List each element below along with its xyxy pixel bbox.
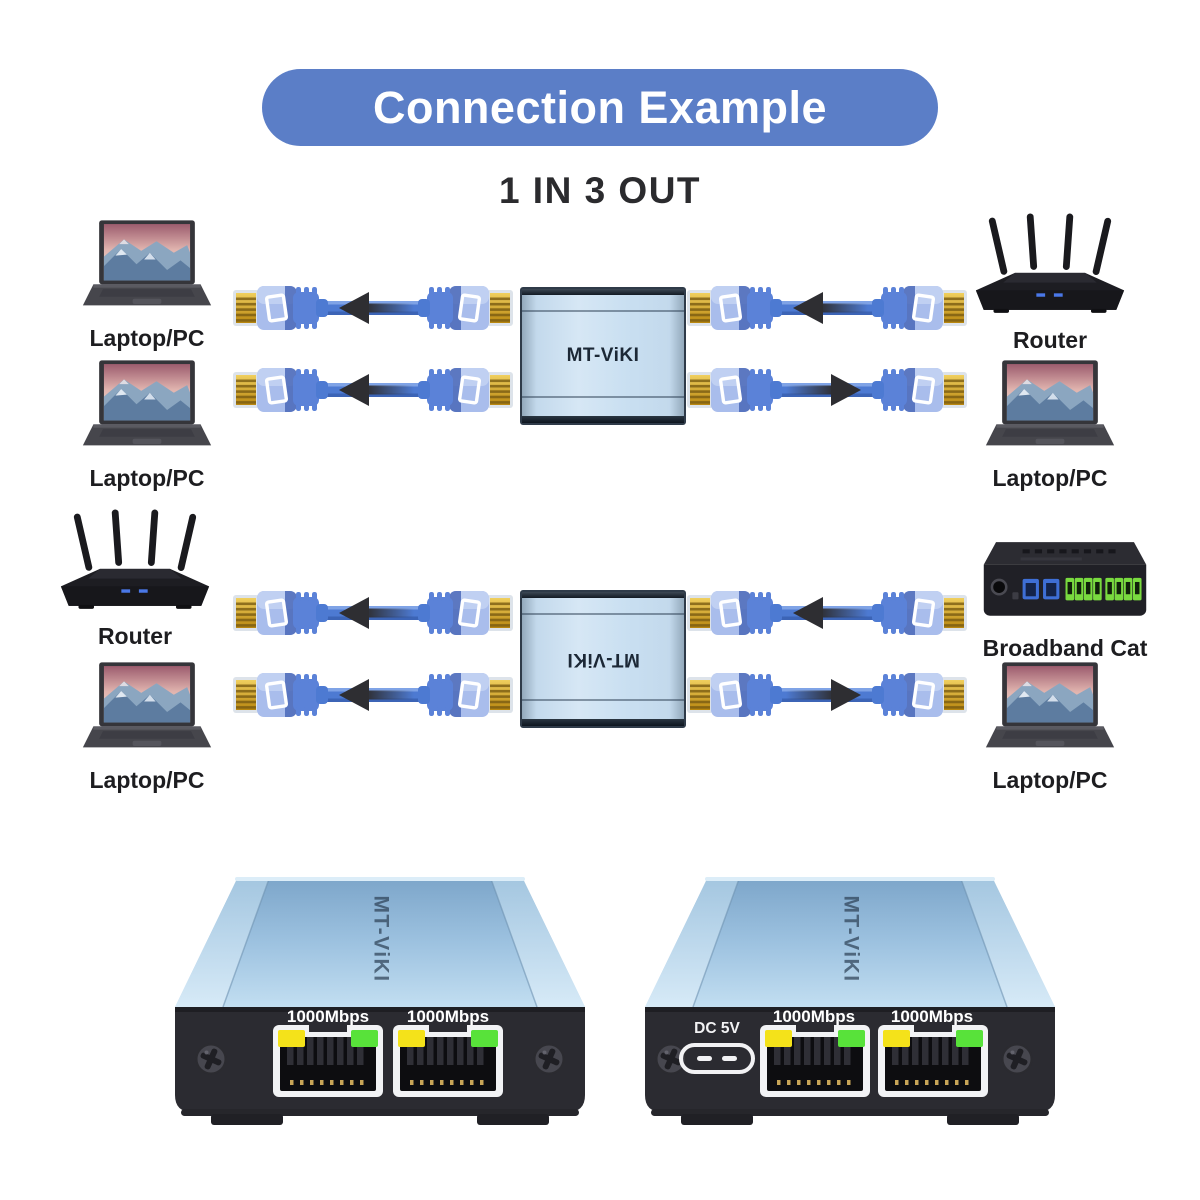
ethernet-cable-arrow-left <box>233 280 513 336</box>
laptop-icon <box>80 662 214 762</box>
router-icon <box>972 212 1128 322</box>
port-label: 1000Mbps <box>891 1007 973 1026</box>
device-label: Laptop/PC <box>992 767 1108 793</box>
usb-c-port <box>679 1043 755 1074</box>
device-tile-laptop: Laptop/PC <box>945 360 1155 492</box>
laptop-icon <box>80 220 214 320</box>
router-icon <box>57 508 213 618</box>
screw-icon <box>533 1043 565 1075</box>
ethernet-cable-arrow-left <box>687 585 967 641</box>
laptop-icon <box>983 360 1117 460</box>
splitter-logo: MT-ViKI <box>566 649 640 670</box>
brand-logo: MT-ViKI <box>839 895 862 982</box>
device-tile-laptop: Laptop/PC <box>42 220 252 352</box>
rj45-port <box>273 1025 383 1097</box>
splitter-edge <box>522 592 684 598</box>
screw-icon <box>195 1043 227 1075</box>
rj45-port <box>878 1025 988 1097</box>
ethernet-cable-arrow-left <box>233 362 513 418</box>
device-label: Broadband Cat <box>982 635 1148 661</box>
device-tile-router: Router <box>30 508 240 650</box>
splitter-device: MT-ViKI <box>520 287 686 425</box>
rj45-port <box>760 1025 870 1097</box>
device-tile-router: Router <box>945 212 1155 354</box>
splitter-device: MT-ViKI <box>520 590 686 728</box>
splitter-groove <box>522 310 684 312</box>
splitter-logo: MT-ViKI <box>566 345 640 366</box>
port-label: 1000Mbps <box>773 1007 855 1026</box>
ethernet-cable-arrow-left <box>233 667 513 723</box>
product-photo-front: MT-ViKI DC 5V 1000Mbps 1000Mbps <box>645 876 1055 1126</box>
ethernet-cable-arrow-left <box>687 280 967 336</box>
device-tile-laptop: Laptop/PC <box>945 662 1155 794</box>
splitter-groove <box>522 699 684 701</box>
splitter-groove <box>522 613 684 615</box>
broadband-modem-icon <box>975 536 1155 630</box>
laptop-icon <box>983 662 1117 762</box>
brand-logo: MT-ViKI <box>369 895 392 982</box>
product-photo-rear: MT-ViKI 1000Mbps 1000Mbps <box>175 876 585 1126</box>
device-tile-modem: Broadband Cat <box>950 536 1180 662</box>
dc-power-label: DC 5V <box>694 1020 740 1037</box>
device-tile-laptop: Laptop/PC <box>42 360 252 492</box>
ethernet-cable-arrow-right <box>687 667 967 723</box>
screw-icon <box>1001 1043 1033 1075</box>
title-text: Connection Example <box>372 81 828 133</box>
splitter-edge <box>522 719 684 726</box>
ethernet-cable-arrow-right <box>687 362 967 418</box>
ethernet-cable-arrow-left <box>233 585 513 641</box>
splitter-edge <box>522 289 684 295</box>
device-label: Laptop/PC <box>89 767 205 793</box>
device-tile-laptop: Laptop/PC <box>42 662 252 794</box>
port-label: 1000Mbps <box>407 1007 489 1026</box>
device-label: Router <box>1012 327 1088 353</box>
laptop-icon <box>80 360 214 460</box>
port-label: 1000Mbps <box>287 1007 369 1026</box>
rj45-port <box>393 1025 503 1097</box>
splitter-edge <box>522 416 684 423</box>
splitter-groove <box>522 396 684 398</box>
device-label: Laptop/PC <box>89 325 205 351</box>
device-label: Laptop/PC <box>992 465 1108 491</box>
device-label: Laptop/PC <box>89 465 205 491</box>
subtitle-text: 1 IN 3 OUT <box>498 170 702 211</box>
title-banner: Connection Example <box>262 69 938 146</box>
device-label: Router <box>97 623 173 649</box>
